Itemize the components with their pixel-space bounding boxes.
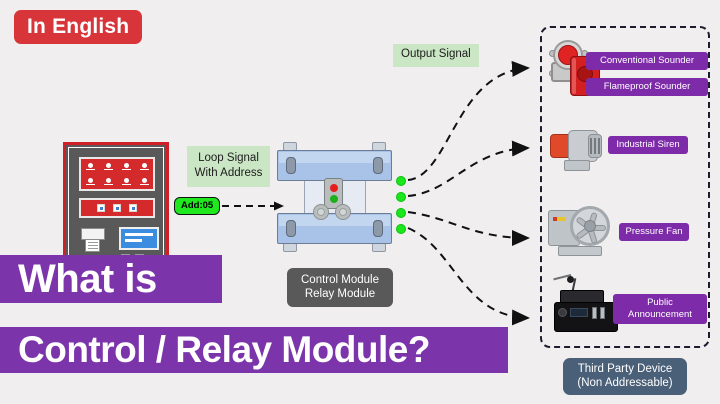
public-announcement-line-1: Public <box>647 297 673 308</box>
panel-switch <box>113 204 121 212</box>
panel-led <box>121 162 131 171</box>
module-screw <box>335 204 351 220</box>
panel-led <box>103 162 113 171</box>
module-terminal-slot <box>373 220 383 237</box>
control-module-label-line-2: Relay Module <box>304 288 376 300</box>
page-title-line-1: What is <box>0 255 222 303</box>
wire-to-industrial-siren <box>407 140 530 197</box>
module-terminal-slot <box>286 157 296 174</box>
module-bottom-bar <box>277 213 392 244</box>
public-announcement-icon <box>546 274 620 334</box>
module-output-terminal <box>396 208 406 218</box>
wire-to-pressure-fan <box>407 211 530 246</box>
device-label-public-announcement: Public Announcement <box>613 294 707 324</box>
device-label-industrial-siren: Industrial Siren <box>608 136 688 154</box>
fire-panel-switch-row <box>79 198 155 218</box>
pressure-fan-icon <box>548 206 614 260</box>
address-tag: Add:05 <box>174 197 221 215</box>
panel-led <box>85 162 95 171</box>
control-module-label: Control Module Relay Module <box>287 268 393 307</box>
panel-led <box>139 177 149 186</box>
device-label-conventional-sounder: Conventional Sounder <box>586 52 708 70</box>
output-signal-callout: Output Signal <box>393 44 479 67</box>
page-title-line-2: Control / Relay Module? <box>0 327 508 373</box>
wire-to-conventional-sounder <box>407 60 530 181</box>
public-announcement-line-2: Announcement <box>628 309 692 320</box>
panel-led <box>121 177 131 186</box>
fire-alarm-control-panel <box>63 142 169 264</box>
industrial-siren-icon <box>548 126 610 174</box>
control-relay-module <box>277 142 392 252</box>
third-party-device-group <box>540 26 710 348</box>
panel-switch <box>97 204 105 212</box>
module-screw <box>313 204 329 220</box>
module-output-terminal <box>396 192 406 202</box>
module-led-green <box>329 195 338 204</box>
loop-signal-line-1: Loop Signal <box>198 152 259 164</box>
control-module-label-line-1: Control Module <box>301 274 379 286</box>
device-label-pressure-fan: Pressure Fan <box>619 223 689 241</box>
module-terminal-slot <box>286 220 296 237</box>
panel-led <box>85 177 95 186</box>
third-party-line-1: Third Party Device <box>577 363 673 375</box>
device-label-flameproof-sounder: Flameproof Sounder <box>586 78 708 96</box>
module-output-terminal <box>396 176 406 186</box>
panel-led <box>139 162 149 171</box>
panel-display-screen <box>119 227 159 250</box>
loop-signal-arrow <box>222 201 284 211</box>
wire-to-public-announcement <box>407 227 530 326</box>
loop-signal-callout: Loop Signal With Address <box>187 146 270 187</box>
fire-panel-led-array <box>79 157 155 191</box>
module-terminal-slot <box>373 157 383 174</box>
panel-switch <box>129 204 137 212</box>
loop-signal-line-2: With Address <box>194 167 263 179</box>
panel-led <box>103 177 113 186</box>
panel-printer-icon <box>81 228 105 252</box>
module-status-leds <box>324 178 343 209</box>
third-party-line-2: (Non Addressable) <box>577 377 673 389</box>
fire-panel-inner-frame <box>68 147 164 262</box>
third-party-device-label: Third Party Device (Non Addressable) <box>563 358 687 395</box>
module-output-terminal <box>396 224 406 234</box>
language-badge: In English <box>14 10 143 44</box>
module-led-red <box>329 183 338 192</box>
